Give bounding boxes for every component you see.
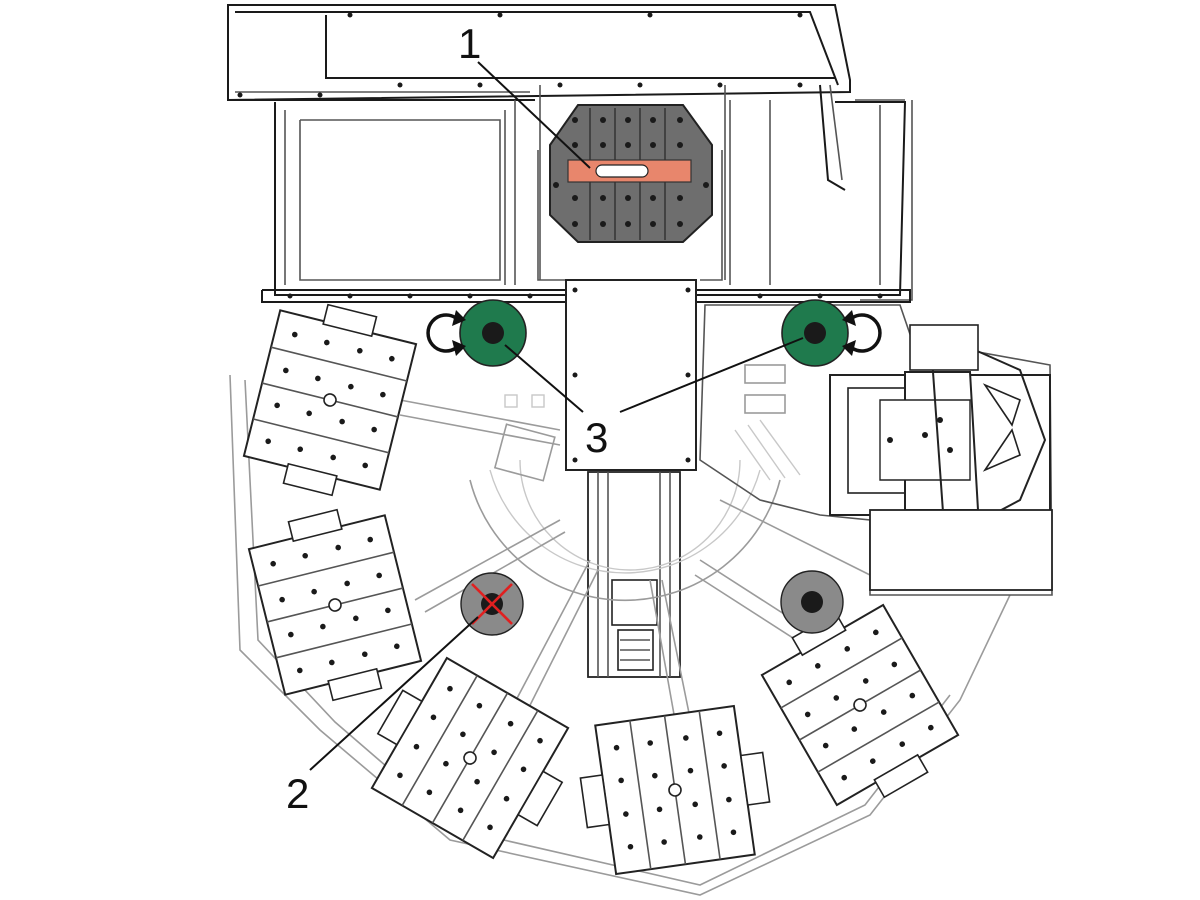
rotate-ccw-arrow-icon — [426, 310, 466, 356]
leader-lines — [309, 61, 804, 771]
rotate-cw-arrow-icon — [842, 310, 882, 356]
transfer-arm — [565, 279, 697, 678]
station-indicator-green-left — [459, 299, 527, 367]
enclosure-bolts — [237, 12, 883, 299]
callout-1: 1 — [458, 20, 481, 67]
station-indicator-disabled — [460, 572, 524, 636]
active-pallet-in-machine — [537, 104, 723, 281]
station-indicator-inactive-right — [780, 570, 844, 634]
loading-station-right — [699, 304, 1053, 596]
machine-enclosure-top — [227, 4, 913, 303]
pallet-1-upper-left — [242, 303, 418, 497]
pallet-4-bottom — [579, 704, 771, 876]
callout-3: 3 — [585, 414, 608, 461]
station-indicator-green-right — [781, 299, 849, 367]
pallet-2-left — [247, 508, 423, 702]
red-x-cross-icon — [471, 583, 513, 625]
pallet-slot — [595, 164, 649, 178]
pallet-5-lower-right — [760, 603, 960, 807]
active-pallet-holes — [553, 117, 709, 227]
callout-2: 2 — [286, 770, 309, 817]
pallet-3-lower-left — [370, 656, 570, 860]
